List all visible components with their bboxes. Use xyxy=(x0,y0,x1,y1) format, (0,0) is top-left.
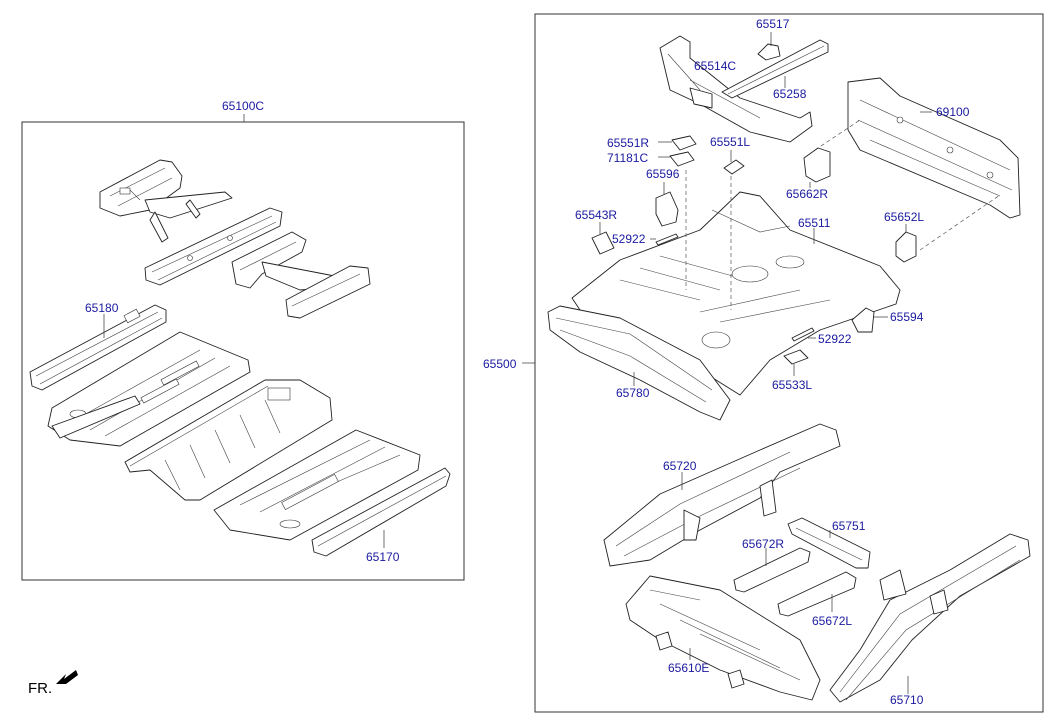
label-69100[interactable]: 69100 xyxy=(936,105,970,119)
part-65672l xyxy=(777,571,857,617)
label-65551r[interactable]: 65551R xyxy=(607,136,649,150)
label-65543r[interactable]: 65543R xyxy=(575,208,617,222)
part-65180-rail xyxy=(29,304,167,391)
part-65514c-crossmember xyxy=(659,35,813,143)
part-65662r xyxy=(803,147,831,183)
label-65780[interactable]: 65780 xyxy=(616,386,650,400)
part-65533l xyxy=(783,349,809,365)
label-65662r[interactable]: 65662R xyxy=(786,187,828,201)
label-65672r[interactable]: 65672R xyxy=(742,537,784,551)
group-frame-65100c xyxy=(21,121,465,581)
label-65180[interactable]: 65180 xyxy=(85,301,119,315)
label-65672l[interactable]: 65672L xyxy=(812,614,852,628)
label-65511[interactable]: 65511 xyxy=(798,216,831,230)
part-52922-b xyxy=(791,327,815,342)
front-direction-label: FR. xyxy=(28,680,52,697)
label-65533l[interactable]: 65533L xyxy=(772,378,812,392)
center-tunnel-floor xyxy=(124,379,333,501)
label-65551l[interactable]: 65551L xyxy=(710,135,750,149)
part-65551l xyxy=(723,159,745,175)
part-65170-rail xyxy=(311,467,451,557)
label-65652l[interactable]: 65652L xyxy=(884,210,924,224)
label-65258[interactable]: 65258 xyxy=(773,87,807,101)
part-65710-side-member xyxy=(829,533,1031,703)
left-floor-pan xyxy=(213,429,421,541)
part-65517-bracket xyxy=(757,43,781,61)
part-65543r xyxy=(591,231,615,255)
part-65610e-floor xyxy=(625,575,821,701)
front-crossmember-assembly xyxy=(99,159,233,243)
label-65100c[interactable]: 65100C xyxy=(222,99,264,113)
label-65610e[interactable]: 65610E xyxy=(668,661,709,675)
part-65258-bar xyxy=(721,39,829,99)
label-65170[interactable]: 65170 xyxy=(366,550,400,564)
part-65652l xyxy=(895,231,917,263)
part-65751-bracket xyxy=(787,517,871,569)
part-65594 xyxy=(851,307,875,333)
part-71181c xyxy=(669,151,695,167)
label-52922-a[interactable]: 52922 xyxy=(612,232,646,246)
label-65514c[interactable]: 65514C xyxy=(694,59,736,73)
label-52922-b[interactable]: 52922 xyxy=(818,332,852,346)
part-65551r xyxy=(671,135,697,151)
arrow-forward-left-icon xyxy=(56,670,78,684)
label-71181c[interactable]: 71181C xyxy=(607,151,648,165)
label-65720[interactable]: 65720 xyxy=(663,459,697,473)
front-floor-pan xyxy=(47,331,251,447)
label-65710[interactable]: 65710 xyxy=(890,693,924,707)
part-65596 xyxy=(655,191,679,227)
label-65594[interactable]: 65594 xyxy=(890,310,924,324)
label-65751[interactable]: 65751 xyxy=(832,519,866,533)
front-cross-rail xyxy=(144,207,283,286)
part-65780-side-member xyxy=(547,305,731,421)
part-65720-side-member xyxy=(603,423,841,567)
part-69100-back-panel xyxy=(847,77,1021,219)
part-52922-a xyxy=(655,233,679,246)
label-65596[interactable]: 65596 xyxy=(646,167,680,181)
mid-crossmember xyxy=(231,231,371,319)
label-65500[interactable]: 65500 xyxy=(483,357,517,371)
part-65672r xyxy=(733,547,811,593)
label-65517[interactable]: 65517 xyxy=(756,17,790,31)
